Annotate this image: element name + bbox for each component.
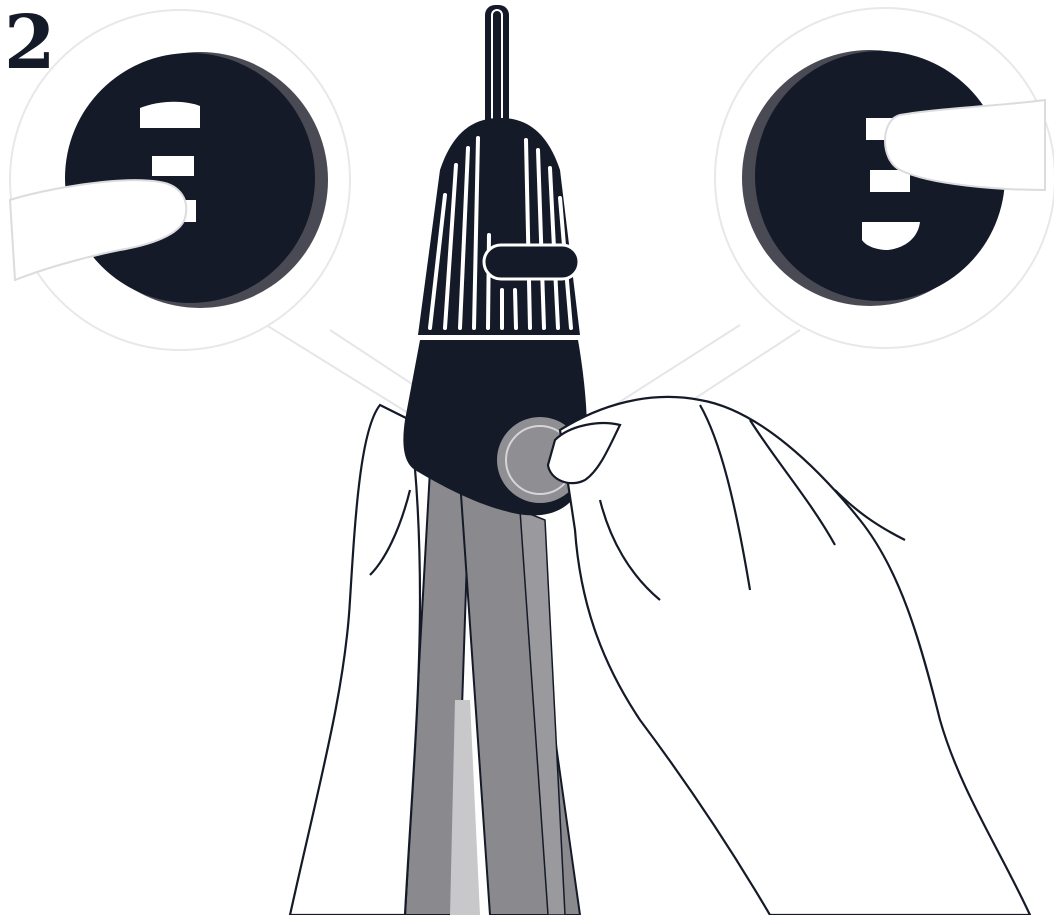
right-callout [715, 8, 1054, 348]
strap-bands [405, 470, 580, 915]
left-hand-outline [290, 405, 420, 915]
device-grille [418, 118, 580, 335]
left-callout [10, 10, 350, 350]
right-hand-outline [548, 397, 1030, 915]
